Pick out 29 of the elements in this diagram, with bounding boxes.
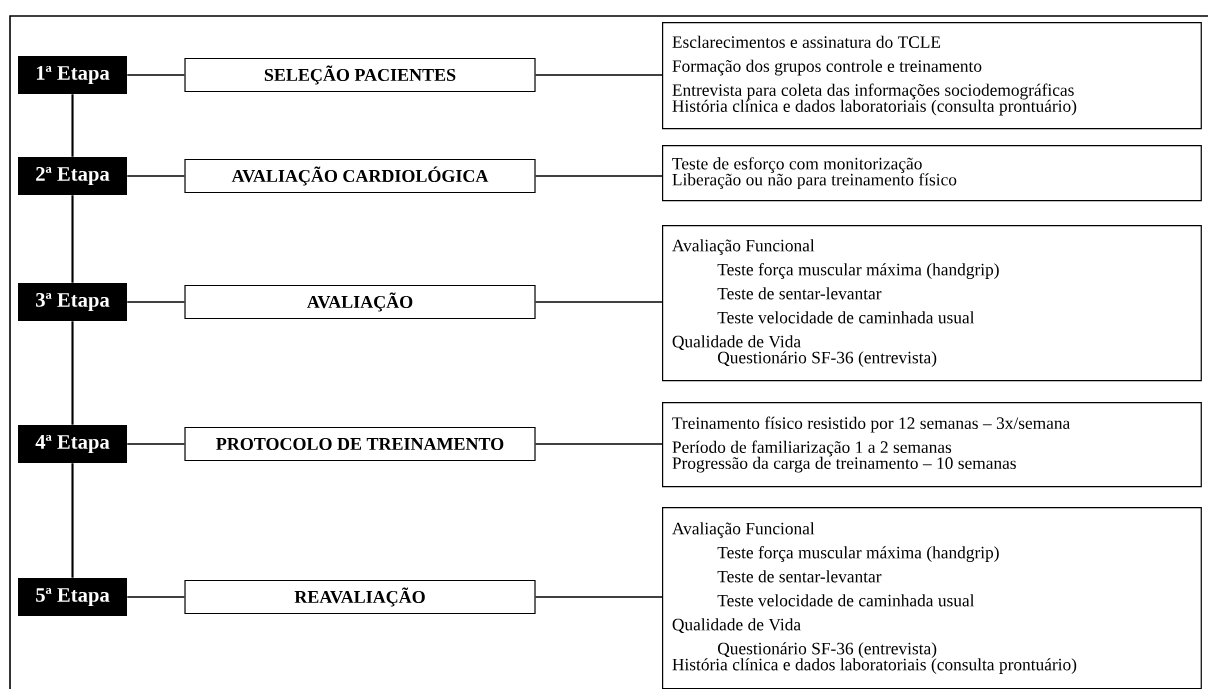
connector-line — [126, 443, 186, 445]
detail-box: Esclarecimentos e assinatura do TCLE Formação dos grupos controle e treinamento Entrevista para coleta das informações sociodemográficas História clínica e dados laboratoriais (consulta prontuário) — [662, 22, 1202, 130]
stage-label: 2ª Etapa — [18, 157, 127, 195]
connector-line — [534, 301, 663, 303]
detail-box: Teste de esforço com monitorização Liberação ou não para treinamento físico — [662, 145, 1202, 202]
step-box: REAVALIAÇÃO — [184, 579, 536, 615]
stage-label: 5ª Etapa — [18, 578, 127, 616]
connector-line — [534, 596, 663, 598]
connector-line — [126, 596, 186, 598]
connector-line — [126, 74, 186, 76]
connector-line — [71, 463, 74, 578]
connector-line — [534, 175, 663, 177]
detail-box: Treinamento físico resistido por 12 semanas – 3x/semana Período de familiarização 1 a 2 semanas Progressão da carga de treinamento – 10 semanas — [662, 402, 1202, 488]
detail-box: Avaliação Funcional Teste força muscular máxima (handgrip) Teste de sentar-levantar Teste velocidade de caminhada usual Qualidade de Vida Questionário SF-36 (entrevista) — [662, 225, 1202, 382]
connector-line — [534, 74, 663, 76]
step-box: PROTOCOLO DE TREINAMENTO — [184, 426, 536, 462]
connector-line — [534, 443, 663, 445]
connector-line — [126, 301, 186, 303]
stage-label: 4ª Etapa — [18, 425, 127, 463]
stage-label: 1ª Etapa — [18, 56, 127, 94]
connector-line — [71, 94, 74, 157]
stage-label: 3ª Etapa — [18, 283, 127, 321]
connector-line — [71, 195, 74, 283]
connector-line — [126, 175, 186, 177]
step-box: SELEÇÃO PACIENTES — [184, 57, 536, 93]
step-box: AVALIAÇÃO CARDIOLÓGICA — [184, 158, 536, 194]
step-box: AVALIAÇÃO — [184, 284, 536, 320]
detail-box: Avaliação Funcional Teste força muscular máxima (handgrip) Teste de sentar-levantar Teste velocidade de caminhada usual Qualidade de Vida Questionário SF-36 (entrevista) História clínica e dados laboratoriais (consulta prontuário) — [662, 507, 1202, 689]
connector-line — [71, 321, 74, 425]
